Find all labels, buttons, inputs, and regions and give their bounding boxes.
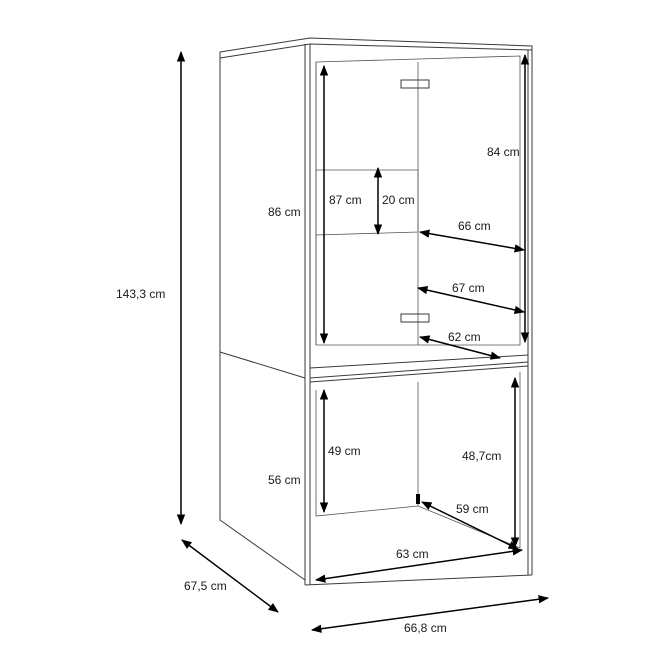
label-width-67: 67 cm bbox=[452, 281, 485, 295]
dim-63 bbox=[314, 547, 524, 583]
support-peg bbox=[416, 494, 420, 504]
label-lower-height: 56 cm bbox=[268, 473, 301, 487]
label-width-66: 66 cm bbox=[458, 219, 491, 233]
left-divider-line bbox=[219, 351, 306, 379]
lower-hinge bbox=[400, 313, 430, 323]
top-panel bbox=[219, 37, 533, 59]
label-lower-right-height: 48,7cm bbox=[462, 449, 501, 463]
dim-62 bbox=[418, 335, 502, 360]
cabinet-body bbox=[219, 37, 533, 586]
label-depth: 67,5 cm bbox=[184, 579, 227, 593]
label-width: 66,8 cm bbox=[404, 621, 447, 635]
label-lower-inner-height: 49 cm bbox=[328, 444, 361, 458]
label-width-63: 63 cm bbox=[396, 547, 429, 561]
label-depth-62: 62 cm bbox=[448, 330, 481, 344]
label-upper-inner-height: 87 cm bbox=[329, 193, 362, 207]
dim-67 bbox=[416, 285, 526, 315]
label-total-height: 143,3 cm bbox=[116, 287, 165, 301]
label-upper-right-height: 84 cm bbox=[487, 145, 520, 159]
dim-depth bbox=[181, 539, 279, 613]
left-side-panel bbox=[219, 52, 306, 581]
lower-compartment bbox=[315, 382, 419, 517]
label-shelf-gap: 20 cm bbox=[382, 193, 415, 207]
dim-59 bbox=[421, 501, 519, 550]
upper-hinge bbox=[400, 79, 430, 89]
label-upper-height: 86 cm bbox=[268, 205, 301, 219]
label-depth-59: 59 cm bbox=[456, 502, 489, 516]
dimension-labels: 143,3 cm 86 cm 87 cm 20 cm 84 cm 66 cm 6… bbox=[116, 145, 520, 635]
dim-width bbox=[310, 595, 550, 633]
dimension-lines bbox=[176, 50, 550, 633]
dim-66 bbox=[418, 229, 526, 253]
middle-board bbox=[309, 354, 529, 379]
